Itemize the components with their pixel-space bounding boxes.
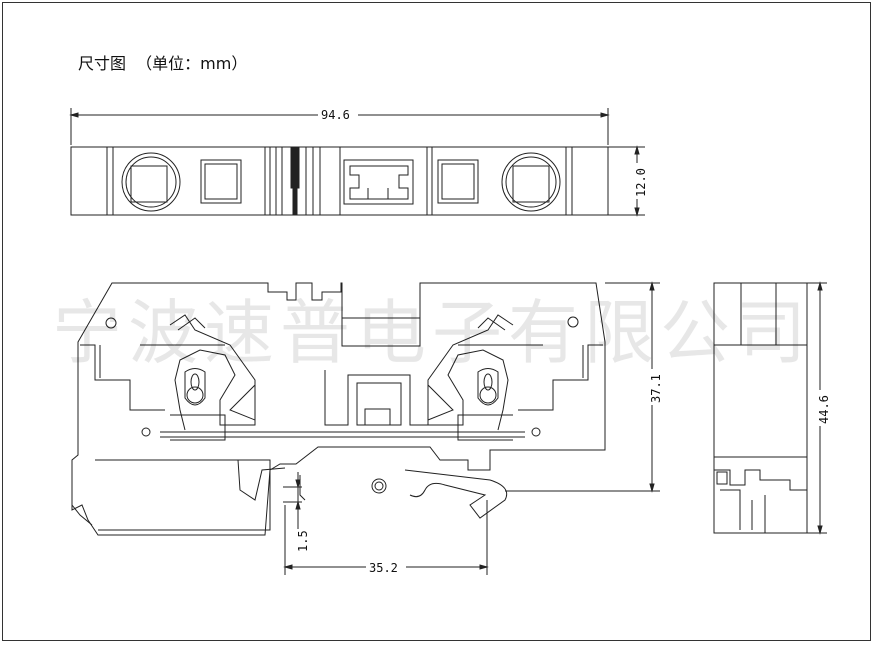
- dim-rail-width: 35.2: [369, 561, 398, 575]
- dim-top-width: 94.6: [321, 108, 350, 122]
- side-view: [713, 281, 827, 535]
- drawing-title: 尺寸图 （单位：mm）: [78, 54, 248, 73]
- dim-top-height: 12.0: [634, 168, 648, 197]
- front-view: [71, 282, 606, 536]
- dim-side-height: 44.6: [817, 395, 831, 424]
- top-view: [69, 108, 645, 217]
- dim-front-height: 37.1: [649, 374, 663, 403]
- company-watermark: 宁波速普电子有限公司: [52, 292, 812, 374]
- dim-foot-offset: 1.5: [296, 530, 310, 552]
